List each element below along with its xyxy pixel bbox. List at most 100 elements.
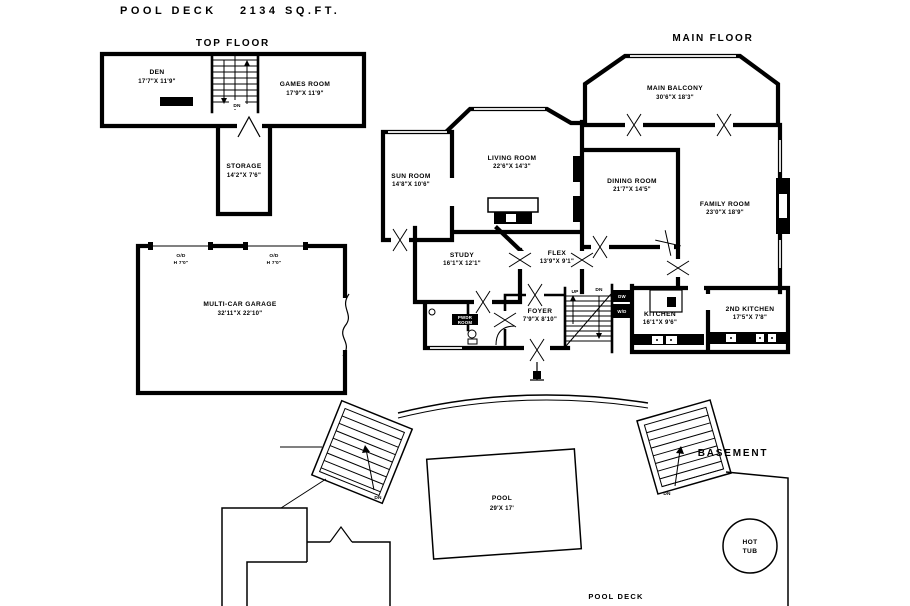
room-dims-living: 22'6"X 14'3" bbox=[493, 164, 531, 170]
room-dims-kitchen2: 17'5"X 7'8" bbox=[733, 315, 767, 321]
room-label-family: FAMILY ROOM bbox=[700, 201, 750, 208]
deck-edge-curve bbox=[397, 394, 649, 414]
entry-post bbox=[533, 371, 541, 379]
room-dims-family: 23'0"X 18'9" bbox=[706, 210, 744, 216]
toilet-icon bbox=[467, 329, 477, 339]
door-opening bbox=[688, 284, 704, 292]
den-hearth bbox=[160, 97, 193, 106]
stair-arrowhead bbox=[676, 446, 684, 454]
room-label-pool: POOL bbox=[492, 495, 512, 502]
hot-tub-label: HOT bbox=[742, 539, 757, 546]
room-dims-games: 17'9"X 11'9" bbox=[286, 91, 324, 97]
room-label-dining: DINING ROOM bbox=[607, 178, 657, 185]
label-backing bbox=[229, 100, 245, 109]
window-stub bbox=[573, 156, 581, 182]
garage-walls bbox=[135, 243, 348, 396]
room-label-foyer: FOYER bbox=[528, 308, 553, 315]
room-dims-flex: 13'9"X 9'1" bbox=[540, 259, 574, 265]
break-line-icon bbox=[342, 293, 350, 357]
deck-staircase-right bbox=[636, 399, 732, 495]
section-title-main-floor: MAIN FLOOR bbox=[672, 33, 753, 44]
deck-boundary bbox=[725, 471, 789, 606]
room-dims-storage: 14'2"X 7'6" bbox=[227, 173, 261, 179]
cooktop bbox=[667, 297, 676, 307]
deck-structure bbox=[221, 507, 391, 606]
door-swing bbox=[237, 115, 261, 138]
room-label-sun: SUN ROOM bbox=[391, 173, 431, 180]
section-title-top-floor: TOP FLOOR bbox=[196, 38, 270, 49]
stair-arrowhead bbox=[362, 445, 370, 453]
room-label-living: LIVING ROOM bbox=[488, 155, 537, 162]
top-floor-walls bbox=[99, 51, 367, 217]
stairs-up-label: UP bbox=[571, 289, 579, 295]
sink-drain bbox=[656, 339, 658, 341]
section-title-basement: BASEMENT bbox=[698, 448, 769, 459]
stair-direction-arrows bbox=[572, 296, 600, 336]
deck-edge-curve bbox=[397, 399, 649, 419]
washer-dryer-label: W/D bbox=[617, 309, 626, 314]
room-label-den: DEN bbox=[149, 69, 164, 76]
pool-deck-section: BASEMENT DN DN POOL 29'X 17' HOT bbox=[221, 394, 789, 606]
deck-staircase-left bbox=[310, 399, 414, 505]
overhead-door-label: O/D bbox=[269, 253, 278, 259]
powder-room-label: PWDR bbox=[458, 315, 473, 320]
door-opening bbox=[660, 243, 674, 251]
washer-dryer-box bbox=[613, 304, 631, 318]
door-swing bbox=[495, 325, 516, 346]
staircase-treads bbox=[646, 414, 724, 488]
window-stub bbox=[573, 196, 581, 222]
main-floor-section: MAIN FLOOR bbox=[380, 33, 791, 381]
stairs-dn-label: DN bbox=[663, 491, 671, 497]
stairs-dn-label: DN bbox=[595, 287, 603, 293]
room-label-balcony: MAIN BALCONY bbox=[647, 85, 703, 92]
powder-room-label2: ROOM bbox=[458, 320, 473, 325]
pool-outline bbox=[425, 448, 583, 560]
room-label-kitchen: KITCHEN bbox=[644, 311, 676, 318]
room-label-garage: MULTI-CAR GARAGE bbox=[203, 301, 277, 308]
door-swing bbox=[329, 525, 353, 543]
room-label-storage: STORAGE bbox=[226, 163, 261, 170]
deck-connector-lines bbox=[280, 446, 327, 509]
stairs-dn-label: DN bbox=[374, 495, 382, 501]
sink-drain bbox=[771, 337, 773, 339]
room-dims-study: 16'1"X 12'1" bbox=[443, 261, 481, 267]
overhead-door-label: O/D bbox=[176, 253, 185, 259]
hot-tub-label2: TUB bbox=[743, 548, 758, 555]
powder-room-label-box bbox=[452, 314, 478, 325]
door-opening bbox=[704, 294, 712, 310]
stair-direction-arrow bbox=[365, 448, 375, 491]
sink-drain bbox=[730, 337, 732, 339]
room-label-games: GAMES ROOM bbox=[280, 81, 331, 88]
overhead-door-height: H 7'0" bbox=[267, 260, 282, 266]
sink-drain bbox=[759, 337, 761, 339]
entry-door-opening bbox=[524, 344, 550, 352]
pool-walls bbox=[425, 448, 583, 560]
room-dims-foyer: 7'9"X 8'10" bbox=[523, 317, 557, 323]
toilet-tank bbox=[467, 338, 478, 345]
room-label-flex: FLEX bbox=[548, 250, 567, 257]
plan-header-sqft: 2134 SQ.FT. bbox=[240, 5, 340, 17]
dishwasher-box bbox=[613, 290, 631, 302]
top-floor-section: TOP FLOOR DN DEN 17'7"X 11'9" GAMES ROOM… bbox=[99, 38, 367, 217]
dishwasher-label: DW bbox=[618, 294, 626, 299]
firebox bbox=[779, 194, 787, 218]
room-label-study: STUDY bbox=[450, 252, 475, 259]
staircase-treads bbox=[320, 415, 402, 493]
firebox bbox=[506, 214, 516, 222]
kitchen-island bbox=[649, 289, 683, 313]
plan-header-area-label: POOL DECK bbox=[120, 5, 217, 17]
stairs-dn-label: DN bbox=[233, 103, 241, 109]
stair-direction-arrow bbox=[674, 449, 681, 487]
room-dims-kitchen: 16'1"X 9'6" bbox=[643, 320, 677, 326]
room-dims-pool: 29'X 17' bbox=[490, 506, 515, 512]
room-dims-dining: 21'7"X 14'5" bbox=[613, 187, 651, 193]
sink bbox=[428, 308, 436, 316]
room-dims-garage: 32'11"X 22'10" bbox=[218, 311, 263, 317]
hot-tub bbox=[722, 518, 778, 574]
stair-arrowheads bbox=[221, 60, 250, 104]
overhead-door-height: H 7'0" bbox=[174, 260, 189, 266]
door-opening bbox=[237, 121, 262, 130]
room-dims-balcony: 30'6"X 18'3" bbox=[656, 95, 694, 101]
